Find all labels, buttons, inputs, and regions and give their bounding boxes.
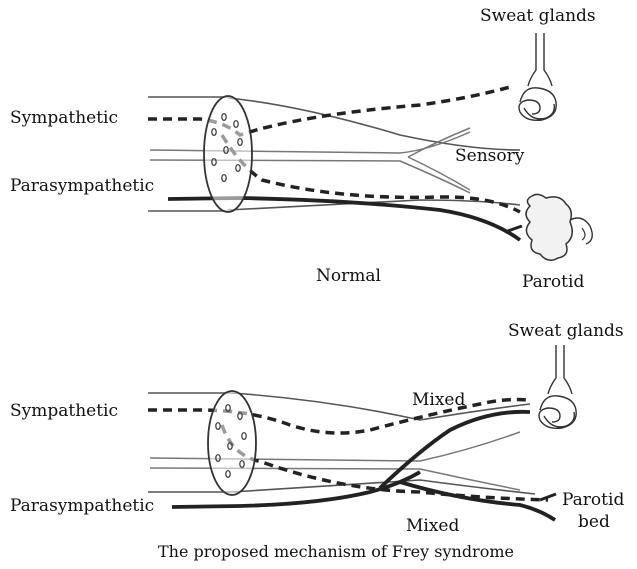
bottom-panel <box>148 345 576 520</box>
top-label-sweat-glands: Sweat glands <box>480 8 596 25</box>
bottom-cross-section <box>208 391 256 495</box>
top-label-sensory: Sensory <box>455 148 524 165</box>
top-sympathetic-fiber <box>148 87 510 135</box>
bottom-nerve-trunk <box>148 393 535 494</box>
bottom-label-sweat-glands: Sweat glands <box>508 323 624 340</box>
top-label-parotid: Parotid <box>522 274 584 291</box>
bottom-label-parotid-bed-line2: bed <box>578 514 610 531</box>
top-panel <box>148 33 592 260</box>
top-sweat-gland <box>519 33 556 120</box>
top-parasympathetic-end <box>505 226 522 232</box>
bottom-label-mixed-lower: Mixed <box>406 518 459 535</box>
bottom-label-sympathetic: Sympathetic <box>10 403 118 420</box>
top-label-sympathetic: Sympathetic <box>10 110 118 127</box>
bottom-label-parotid-bed-line1: Parotid <box>562 492 624 509</box>
bottom-sweat-gland <box>539 345 576 428</box>
bottom-label-parasympathetic: Parasympathetic <box>10 498 154 515</box>
bottom-label-mixed-upper: Mixed <box>412 392 465 409</box>
top-label-normal: Normal <box>316 268 381 285</box>
top-parotid-gland <box>526 194 592 260</box>
bottom-sensory-fiber <box>150 432 520 490</box>
top-sensory-fiber <box>150 128 470 193</box>
figure-caption: The proposed mechanism of Frey syndrome <box>158 544 514 560</box>
bottom-parasympathetic-fiber <box>172 472 420 507</box>
top-cross-section <box>204 96 252 212</box>
top-label-parasympathetic: Parasympathetic <box>10 178 154 195</box>
